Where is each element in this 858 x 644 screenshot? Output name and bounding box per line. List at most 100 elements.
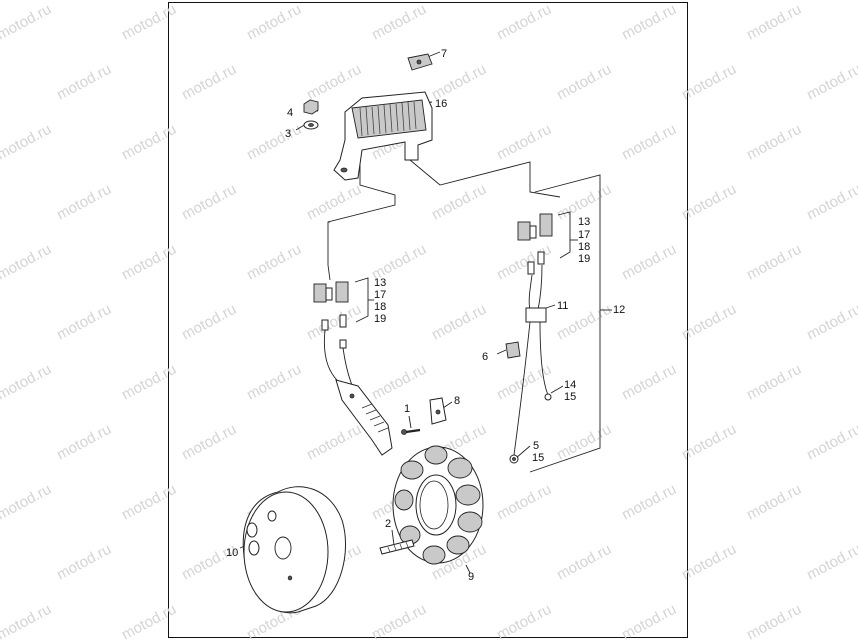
watermark-text: motod.ru xyxy=(119,241,179,284)
callout-15b: 15 xyxy=(532,452,544,464)
callout-7: 7 xyxy=(441,48,447,60)
callout-1: 1 xyxy=(404,403,410,415)
watermark-text: motod.ru xyxy=(679,541,739,584)
watermark-text: motod.ru xyxy=(744,601,804,644)
watermark-text: motod.ru xyxy=(744,1,804,44)
watermark-text: motod.ru xyxy=(119,481,179,524)
small-connector-part xyxy=(505,341,521,359)
watermark-text: motod.ru xyxy=(619,1,679,44)
watermark-text: motod.ru xyxy=(54,61,114,104)
watermark-text: motod.ru xyxy=(119,121,179,164)
watermark-text: motod.ru xyxy=(0,1,54,44)
callout-10: 10 xyxy=(226,547,238,559)
watermark-text: motod.ru xyxy=(619,241,679,284)
callout-16: 16 xyxy=(435,98,447,110)
watermark-text: motod.ru xyxy=(679,301,739,344)
callout-15a: 15 xyxy=(564,391,576,403)
watermark-text: motod.ru xyxy=(804,301,858,344)
watermark-text: motod.ru xyxy=(494,1,554,44)
watermark-text: motod.ru xyxy=(179,421,239,464)
watermark-text: motod.ru xyxy=(494,241,554,284)
watermark-text: motod.ru xyxy=(369,1,429,44)
watermark-text: motod.ru xyxy=(369,601,429,644)
right-connector-group xyxy=(517,213,553,275)
watermark-text: motod.ru xyxy=(494,481,554,524)
watermark-text: motod.ru xyxy=(744,121,804,164)
nut-washer-parts xyxy=(303,99,319,130)
watermark-text: motod.ru xyxy=(494,601,554,644)
watermark-text: motod.ru xyxy=(679,61,739,104)
watermark-text: motod.ru xyxy=(619,601,679,644)
watermark-text: motod.ru xyxy=(244,361,304,404)
watermark-text: motod.ru xyxy=(744,241,804,284)
callout-9: 9 xyxy=(468,571,474,583)
watermark-text: motod.ru xyxy=(554,61,614,104)
callout-8: 8 xyxy=(454,395,460,407)
watermark-text: motod.ru xyxy=(429,301,489,344)
watermark-text: motod.ru xyxy=(369,361,429,404)
flywheel-rotor-part xyxy=(242,486,346,614)
stator-harness xyxy=(323,329,393,456)
callout-4: 4 xyxy=(287,107,293,119)
watermark-text: motod.ru xyxy=(119,1,179,44)
callout-r19: 19 xyxy=(578,253,590,265)
left-connector-group xyxy=(313,281,349,349)
callout-labels: 7 16 4 3 13 17 18 19 13 17 18 19 11 12 6… xyxy=(226,48,625,583)
watermark-text: motod.ru xyxy=(619,481,679,524)
callout-5: 5 xyxy=(533,440,539,452)
watermark-text: motod.ru xyxy=(494,121,554,164)
stator-part xyxy=(392,445,484,565)
watermark-text: motod.ru xyxy=(619,361,679,404)
watermark-text: motod.ru xyxy=(244,241,304,284)
callout-l17: 17 xyxy=(374,289,386,301)
watermark-text: motod.ru xyxy=(304,301,364,344)
watermark-text: motod.ru xyxy=(804,61,858,104)
watermark-text: motod.ru xyxy=(54,541,114,584)
watermark-text: motod.ru xyxy=(0,121,54,164)
watermark-text: motod.ru xyxy=(54,181,114,224)
watermark-text: motod.ru xyxy=(179,61,239,104)
watermark-text: motod.ru xyxy=(0,481,54,524)
callout-r13: 13 xyxy=(578,216,590,228)
watermark-text: motod.ru xyxy=(119,601,179,644)
watermark-text: motod.ru xyxy=(304,181,364,224)
callout-l18: 18 xyxy=(374,301,386,313)
callout-l13: 13 xyxy=(374,277,386,289)
watermark-text: motod.ru xyxy=(304,421,364,464)
watermark-text: motod.ru xyxy=(0,361,54,404)
voltage-regulator-part xyxy=(333,91,433,181)
watermark-text: motod.ru xyxy=(744,361,804,404)
screw-bracket-parts xyxy=(401,397,447,435)
watermark-text: motod.ru xyxy=(804,541,858,584)
watermark-text: motod.ru xyxy=(804,421,858,464)
watermark-text: motod.ru xyxy=(179,181,239,224)
clip-part xyxy=(407,53,433,71)
watermark-text: motod.ru xyxy=(804,181,858,224)
watermark-text: motod.ru xyxy=(744,481,804,524)
callout-r18: 18 xyxy=(578,241,590,253)
callout-12: 12 xyxy=(613,304,625,316)
watermark-text: motod.ru xyxy=(244,1,304,44)
watermark-text: motod.ru xyxy=(554,541,614,584)
watermark-text: motod.ru xyxy=(679,181,739,224)
callout-l19: 19 xyxy=(374,313,386,325)
callout-14: 14 xyxy=(564,379,576,391)
callout-r17: 17 xyxy=(578,229,590,241)
bolt-part xyxy=(379,539,415,555)
callout-11: 11 xyxy=(557,300,568,312)
callout-6: 6 xyxy=(482,351,488,363)
connection-lines xyxy=(239,51,612,574)
watermark-text: motod.ru xyxy=(619,121,679,164)
watermark-text: motod.ru xyxy=(554,421,614,464)
watermark-text: motod.ru xyxy=(119,361,179,404)
watermark-text: motod.ru xyxy=(0,241,54,284)
watermark-text: motod.ru xyxy=(679,421,739,464)
watermark-text: motod.ru xyxy=(0,601,54,644)
callout-3: 3 xyxy=(285,128,291,140)
watermark-text: motod.ru xyxy=(54,301,114,344)
right-harness xyxy=(509,264,552,464)
watermark-text: motod.ru xyxy=(54,421,114,464)
watermark-text: motod.ru xyxy=(429,181,489,224)
watermark-text: motod.ru xyxy=(244,121,304,164)
